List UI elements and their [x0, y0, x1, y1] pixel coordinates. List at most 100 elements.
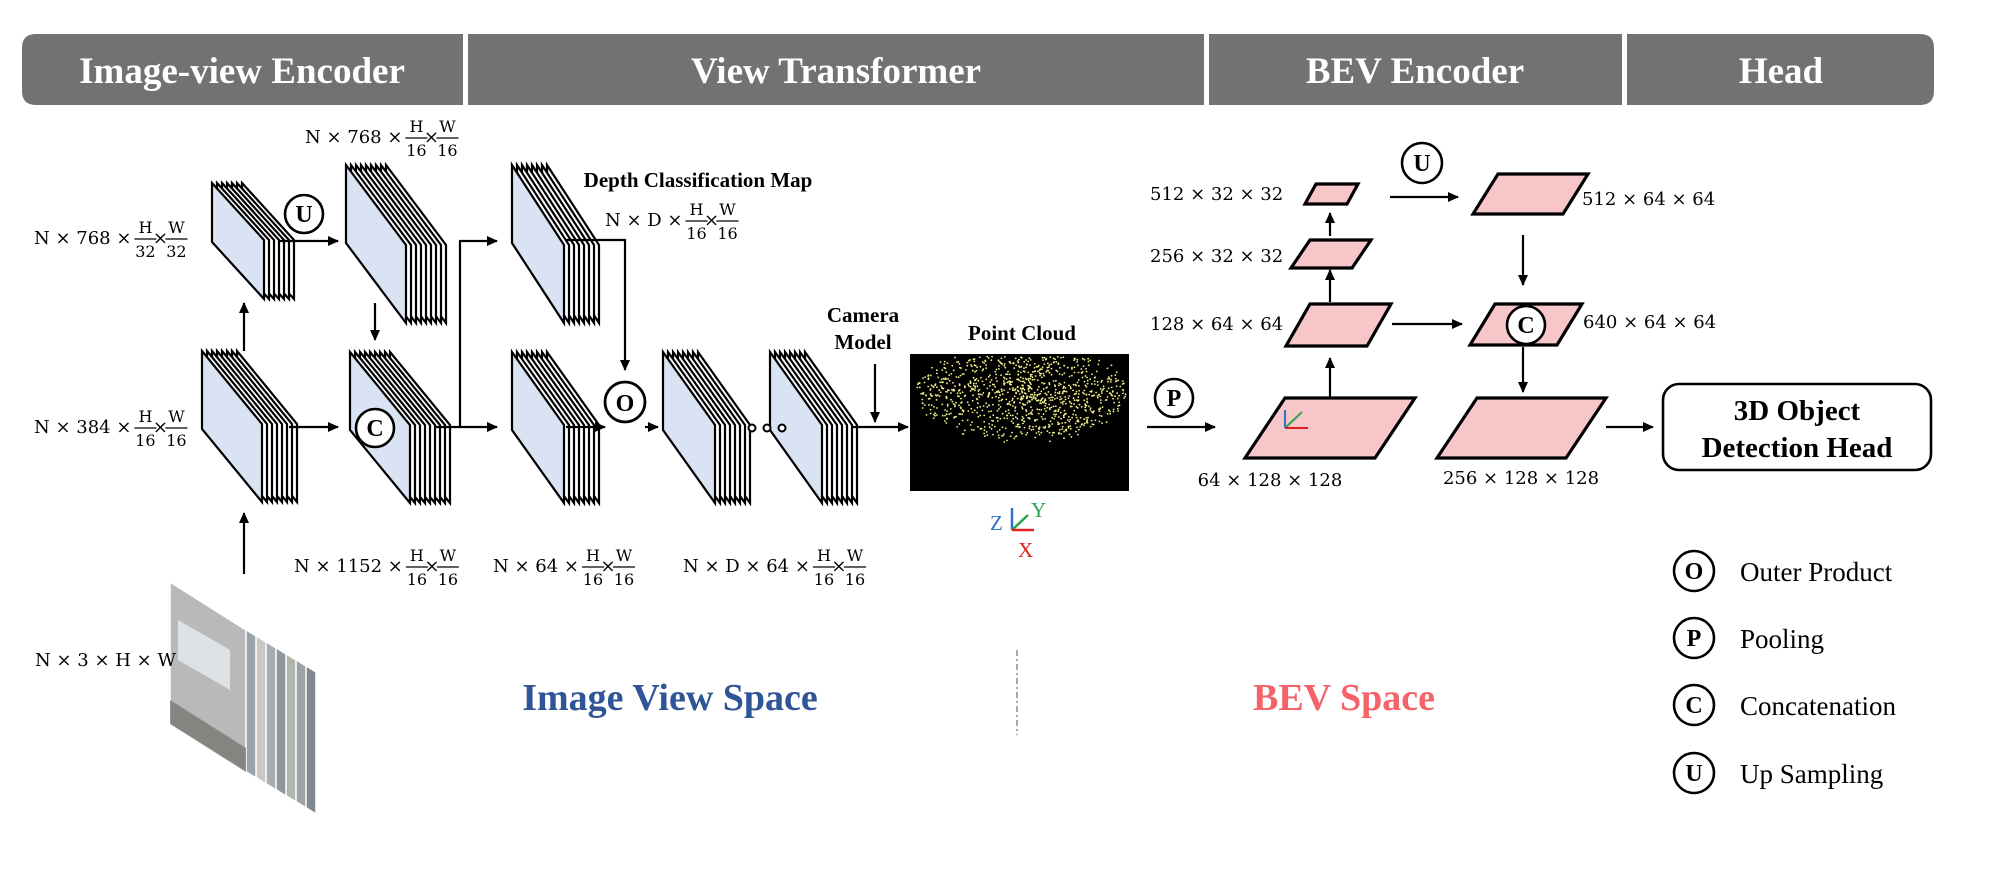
cloud-point: [1067, 427, 1070, 429]
cloud-point: [1059, 366, 1061, 369]
dim-enc-low-times: ×: [153, 417, 168, 438]
cloud-point: [1086, 376, 1088, 379]
cloud-point: [971, 369, 974, 372]
cloud-point: [933, 413, 935, 416]
cloud-point: [950, 372, 953, 375]
cloud-point: [1069, 387, 1072, 390]
cloud-point: [1050, 367, 1053, 370]
cloud-point: [949, 408, 952, 410]
cloud-point: [1045, 386, 1048, 389]
dim-enc-low-prefix: N × 384 ×: [34, 417, 131, 438]
cloud-point: [1096, 395, 1099, 397]
cloud-point: [1016, 386, 1019, 389]
cloud-point: [1008, 373, 1011, 376]
dim-enc-high-prefix: N × 768 ×: [34, 228, 131, 249]
cloud-point: [969, 359, 971, 361]
cloud-point: [1067, 397, 1070, 399]
cloud-point: [1043, 363, 1046, 365]
cloud-point: [1044, 418, 1047, 420]
cloud-point: [1031, 376, 1034, 378]
cloud-point: [1007, 380, 1010, 383]
cloud-point: [959, 374, 962, 377]
cloud-point: [1072, 397, 1075, 400]
legend-item-pooling: P Pooling: [1672, 616, 1824, 660]
axis-y-label: Y: [1031, 498, 1046, 522]
cloud-point: [1084, 406, 1087, 409]
cloud-point: [975, 378, 978, 380]
cloud-point: [964, 386, 966, 389]
cloud-point: [1072, 413, 1075, 416]
cloud-point: [1088, 393, 1091, 396]
cloud-point: [1016, 423, 1019, 426]
cloud-point: [1053, 410, 1056, 413]
cloud-point: [925, 394, 927, 397]
cloud-point: [1018, 379, 1020, 382]
cloud-point: [1113, 401, 1116, 404]
ellipsis-dot: [762, 423, 772, 433]
cloud-point: [1021, 407, 1024, 410]
cloud-point: [1005, 373, 1007, 376]
cloud-point: [1029, 377, 1032, 380]
stack-frustum-b: [768, 348, 859, 507]
cloud-point: [970, 407, 973, 410]
bev-plane-512x32x32: [1302, 182, 1361, 206]
cloud-point: [1046, 366, 1049, 369]
cloud-point: [1067, 416, 1070, 418]
cloud-point: [978, 396, 981, 398]
dim-enc-up-times: ×: [424, 127, 439, 148]
cloud-point: [1048, 431, 1051, 434]
cloud-point: [1089, 425, 1092, 428]
cloud-point: [945, 422, 948, 424]
cloud-point: [979, 405, 982, 408]
cloud-point: [1035, 432, 1038, 434]
cloud-point: [1058, 391, 1061, 393]
cloud-point: [1066, 419, 1069, 421]
header-image-view-encoder-label: Image-view Encoder: [79, 51, 405, 92]
cloud-point: [985, 402, 988, 405]
cloud-point: [1050, 396, 1052, 399]
cloud-point: [1083, 389, 1086, 392]
cloud-point: [1057, 356, 1059, 358]
cloud-point: [1026, 395, 1029, 398]
cloud-point: [979, 365, 982, 368]
cloud-point: [998, 408, 1000, 410]
cloud-point: [1085, 421, 1088, 423]
cloud-point: [950, 392, 952, 394]
cloud-point: [1008, 388, 1011, 390]
cloud-point: [1055, 379, 1057, 382]
cloud-point: [982, 405, 985, 407]
cloud-point: [975, 369, 978, 372]
cloud-point: [941, 369, 944, 371]
cloud-point: [948, 389, 950, 392]
dim-enc-up-denominator: 16: [406, 141, 426, 160]
cloud-point: [1081, 391, 1084, 394]
cloud-point: [992, 403, 994, 406]
cloud-point: [935, 399, 938, 401]
cloud-point: [975, 397, 978, 400]
cloud-point: [1057, 408, 1060, 411]
cloud-point: [1093, 383, 1096, 385]
cloud-point: [1094, 419, 1097, 422]
cloud-point: [954, 385, 956, 388]
cloud-point: [1035, 365, 1038, 368]
cloud-point: [1112, 410, 1115, 413]
svg-text:Up Sampling: Up Sampling: [1740, 759, 1883, 789]
svg-text:C: C: [1685, 693, 1702, 719]
cloud-point: [1057, 384, 1060, 387]
cloud-point: [942, 381, 944, 384]
cloud-point: [1049, 420, 1052, 423]
cloud-point: [958, 423, 961, 425]
cloud-point: [987, 357, 990, 359]
cloud-point: [1044, 392, 1047, 395]
cloud-point: [1003, 433, 1005, 435]
cloud-point: [1061, 373, 1064, 376]
cloud-point: [923, 404, 926, 406]
cloud-point: [1045, 393, 1048, 396]
cloud-point: [1099, 395, 1102, 398]
cloud-point: [971, 399, 974, 402]
cloud-point: [1040, 431, 1043, 434]
cloud-point: [1062, 356, 1065, 359]
cloud-point: [1060, 398, 1063, 400]
cloud-point: [1034, 370, 1036, 373]
